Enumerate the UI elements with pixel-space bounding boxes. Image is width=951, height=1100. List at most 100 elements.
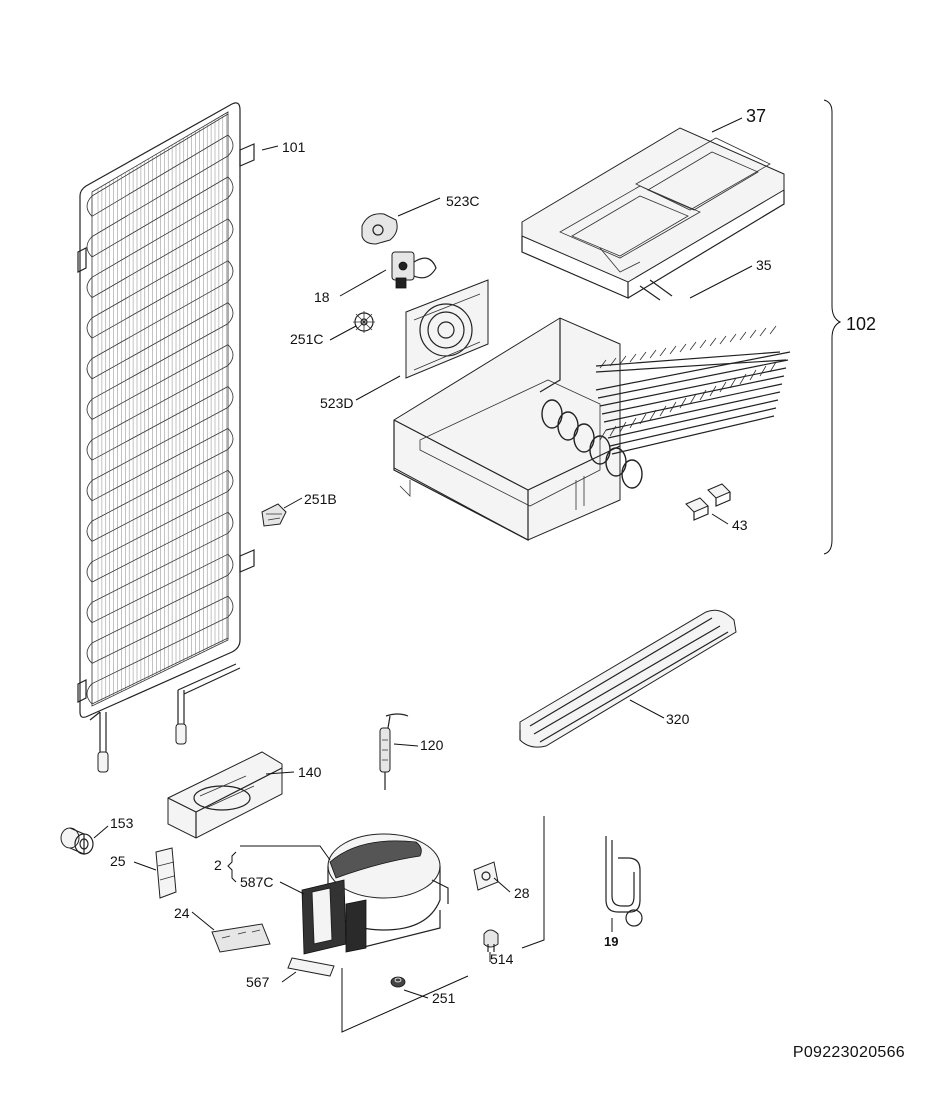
evaporator-fin bbox=[669, 345, 677, 413]
plate-part bbox=[287, 957, 335, 977]
evaporator-tube bbox=[609, 407, 777, 447]
evaporator-part bbox=[393, 279, 791, 541]
heater-part bbox=[605, 836, 643, 927]
condenser-part bbox=[77, 102, 255, 773]
evaporator-tube bbox=[597, 359, 789, 399]
evaporator-fin bbox=[659, 347, 667, 417]
evaporator-fin bbox=[649, 349, 657, 421]
condenser-bend bbox=[86, 439, 93, 461]
condenser-tube bbox=[91, 490, 229, 563]
condenser-tube bbox=[91, 637, 229, 705]
condenser-tube bbox=[91, 281, 229, 359]
condenser-tube bbox=[91, 407, 229, 481]
condenser-tube bbox=[91, 532, 229, 603]
callout-140: 140 bbox=[298, 764, 322, 780]
condenser-tube bbox=[91, 176, 229, 258]
condenser-tube bbox=[91, 469, 229, 542]
thermal-fuse-part bbox=[379, 713, 409, 790]
condenser-tube bbox=[91, 239, 229, 319]
callout-24: 24 bbox=[174, 905, 190, 921]
condenser-tube bbox=[91, 260, 229, 339]
condenser-tube bbox=[91, 323, 229, 400]
condenser-bend bbox=[86, 642, 93, 664]
evaporator-fin bbox=[619, 355, 627, 433]
evaporator-tube bbox=[595, 351, 791, 391]
condenser-bend bbox=[86, 683, 93, 705]
callout-587c: 587C bbox=[240, 874, 273, 890]
condenser-bend bbox=[227, 302, 234, 324]
condenser-bend bbox=[86, 358, 93, 380]
condenser-tube bbox=[91, 449, 229, 522]
evaporator-cover-part bbox=[521, 127, 785, 299]
condenser-bend bbox=[227, 470, 234, 492]
callout-514: 514 bbox=[490, 951, 514, 967]
evaporator-fin bbox=[729, 333, 737, 389]
condenser-bend bbox=[86, 317, 93, 339]
relay-part bbox=[155, 847, 177, 899]
evaporator-fin bbox=[689, 341, 697, 405]
callout-19: 19 bbox=[604, 934, 618, 949]
condenser-bend bbox=[227, 176, 234, 199]
evaporator-tube bbox=[607, 399, 779, 439]
condenser-bend bbox=[227, 134, 234, 157]
condenser-tube bbox=[91, 553, 229, 624]
condenser-bend bbox=[227, 428, 234, 450]
mount-clip-part bbox=[211, 923, 271, 953]
evaporator-tube bbox=[599, 367, 787, 407]
nut-part bbox=[390, 976, 406, 988]
callout-523d: 523D bbox=[320, 395, 353, 411]
condenser-tube bbox=[91, 113, 229, 197]
condenser-bend bbox=[86, 480, 93, 502]
callout-153: 153 bbox=[110, 815, 134, 831]
rubber-foot-part bbox=[483, 929, 499, 952]
connector-part bbox=[685, 483, 731, 521]
callout-567: 567 bbox=[246, 974, 270, 990]
condenser-tube bbox=[91, 218, 229, 298]
evaporator-fin bbox=[759, 327, 767, 377]
callout-101: 101 bbox=[282, 139, 306, 155]
callout-2: 2 bbox=[214, 857, 222, 873]
condenser-tube bbox=[91, 365, 229, 441]
callout-523c: 523C bbox=[446, 193, 479, 209]
condenser-tube bbox=[91, 197, 229, 278]
callout-251b: 251B bbox=[304, 491, 337, 507]
condenser-tube bbox=[91, 574, 229, 644]
condenser-bend bbox=[227, 386, 234, 408]
evaporator-tube bbox=[603, 383, 783, 423]
condenser-tube bbox=[91, 511, 229, 583]
callout-18: 18 bbox=[314, 289, 330, 305]
fan-blade-part bbox=[353, 311, 375, 333]
evaporator-fin bbox=[699, 339, 707, 401]
fan-motor-part bbox=[391, 251, 437, 289]
evaporator-tube bbox=[601, 375, 785, 415]
callout-37: 37 bbox=[746, 106, 766, 126]
leader-lines bbox=[93, 99, 842, 1033]
condenser-tube bbox=[91, 155, 229, 237]
evaporator-fin bbox=[599, 359, 607, 441]
bracket-part bbox=[473, 861, 499, 891]
callout-43: 43 bbox=[732, 517, 748, 533]
condenser-bend bbox=[86, 236, 93, 258]
callout-labels: 101 37 35 523C 18 251C 523D 251B 43 320 … bbox=[110, 106, 876, 1006]
condenser-tube bbox=[91, 386, 229, 461]
evaporator-fin bbox=[679, 343, 687, 409]
grommet-part bbox=[60, 827, 94, 855]
condenser-bend bbox=[227, 344, 234, 366]
callout-320: 320 bbox=[666, 711, 690, 727]
condenser-bend bbox=[86, 277, 93, 298]
condenser-bend bbox=[86, 398, 93, 420]
fan-housing-part bbox=[405, 279, 489, 379]
evaporator-fin bbox=[719, 335, 727, 393]
condenser-tube bbox=[91, 134, 229, 217]
callout-251: 251 bbox=[432, 990, 456, 1006]
condenser-bend bbox=[86, 195, 93, 217]
condenser-bend bbox=[227, 595, 234, 618]
evaporator-tube bbox=[611, 415, 775, 455]
callout-25: 25 bbox=[110, 853, 126, 869]
condenser-tube bbox=[91, 302, 229, 380]
condenser-bend bbox=[227, 553, 234, 576]
evaporator-fin bbox=[629, 353, 637, 429]
fan-bracket-part bbox=[361, 213, 398, 245]
condenser-bend bbox=[86, 561, 93, 583]
